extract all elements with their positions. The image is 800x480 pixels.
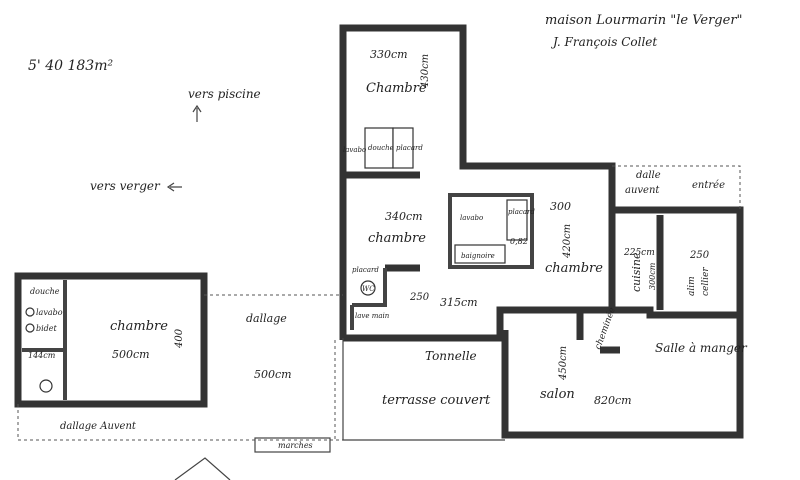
salon-width: 820cm bbox=[594, 394, 632, 407]
courtyard-dallage: dallage bbox=[246, 312, 287, 325]
bath-dim-300: 300 bbox=[550, 200, 571, 213]
terrace-tonnelle: Tonnelle bbox=[425, 349, 477, 363]
wall-west-bath bbox=[22, 280, 67, 400]
bidet-west bbox=[25, 323, 35, 333]
bathtub bbox=[454, 244, 506, 264]
entrance-outline bbox=[612, 165, 741, 210]
bath-baignoire: baignoire bbox=[461, 252, 495, 260]
plan-author: J. François Collet bbox=[550, 35, 657, 49]
center-bedroom-label: chambre bbox=[368, 231, 426, 246]
west-bedroom-depth: 400 bbox=[174, 328, 185, 349]
wc-center bbox=[360, 280, 376, 296]
east-bedroom-depth: 420cm bbox=[562, 224, 573, 259]
steps-label: marches bbox=[278, 441, 313, 450]
wall-bath bbox=[448, 193, 534, 269]
auvent-outline bbox=[17, 404, 343, 441]
wall-kitchen bbox=[608, 210, 740, 319]
terrace-outline bbox=[342, 338, 505, 441]
wall-salon-div bbox=[576, 310, 620, 354]
bath-placard: placard bbox=[508, 208, 535, 216]
center-wc: WC bbox=[362, 285, 375, 293]
area-note: 5' 40 183m² bbox=[28, 58, 113, 74]
path-arc bbox=[174, 457, 231, 480]
arrow-orchard bbox=[166, 182, 182, 192]
west-dim-144: 144cm bbox=[28, 351, 56, 360]
wall-east-block bbox=[501, 206, 744, 439]
salon-label: salon bbox=[540, 387, 575, 402]
center-bedroom-width: 340cm bbox=[385, 210, 423, 223]
plan-title: maison Lourmarin "le Verger" bbox=[545, 13, 743, 28]
cellier-prefix: alim bbox=[687, 276, 697, 296]
center-dim-315: 315cm bbox=[440, 296, 478, 309]
arrow-pool bbox=[192, 104, 202, 122]
west-douche: douche bbox=[30, 287, 60, 296]
lavabo-west bbox=[25, 307, 35, 317]
bath-dim-082: 0,82 bbox=[510, 237, 528, 246]
terrace-label: terrasse couvert bbox=[382, 393, 491, 408]
north-bedroom-depth: 430cm bbox=[420, 54, 431, 89]
west-bedroom-width: 500cm bbox=[112, 348, 150, 361]
placard-bath bbox=[506, 199, 528, 241]
north-placard: placard bbox=[396, 144, 423, 152]
entrance-entree: entrée bbox=[692, 180, 725, 191]
north-bedroom-label: Chambre bbox=[366, 81, 427, 96]
north-douche: douche bbox=[368, 144, 394, 152]
west-lavabo: lavabo bbox=[36, 308, 63, 317]
wall-center-south bbox=[343, 306, 612, 342]
salon-depth: 450cm bbox=[558, 346, 569, 381]
pool-direction: vers piscine bbox=[188, 87, 261, 101]
steps-outline bbox=[254, 437, 331, 453]
east-bedroom-label: chambre bbox=[545, 261, 603, 276]
kitchen-dim-225: 225cm bbox=[623, 248, 655, 258]
courtyard-width: 500cm bbox=[254, 368, 292, 381]
cellier-label: cellier bbox=[701, 267, 711, 296]
center-placard: placard bbox=[352, 266, 379, 274]
orchard-direction: vers verger bbox=[90, 179, 161, 193]
bath-lavabo: lavabo bbox=[460, 214, 483, 222]
dining-label: Salle à manger bbox=[655, 341, 748, 355]
west-bedroom-label: chambre bbox=[110, 319, 168, 334]
center-dim-250: 250 bbox=[409, 292, 430, 303]
kitchen-dim-300: 300cm bbox=[648, 262, 657, 290]
auvent-west-label: dallage Auvent bbox=[60, 421, 137, 432]
wall-west-bedroom bbox=[14, 272, 208, 408]
wall-wc bbox=[350, 268, 387, 330]
kitchen-label: cuisine bbox=[630, 252, 643, 292]
center-lave-main: lave main bbox=[355, 312, 390, 320]
placard-north bbox=[392, 127, 414, 169]
cellier-dim-250: 250 bbox=[689, 250, 710, 261]
west-bidet: bidet bbox=[36, 324, 58, 333]
wall-north-bedroom bbox=[339, 24, 616, 210]
north-bedroom-width: 330cm bbox=[370, 48, 408, 61]
wc-west bbox=[39, 379, 53, 393]
entrance-auvent: auvent bbox=[625, 185, 660, 196]
north-lavabo: lavabo bbox=[343, 146, 366, 154]
entrance-dalle: dalle bbox=[636, 170, 661, 181]
